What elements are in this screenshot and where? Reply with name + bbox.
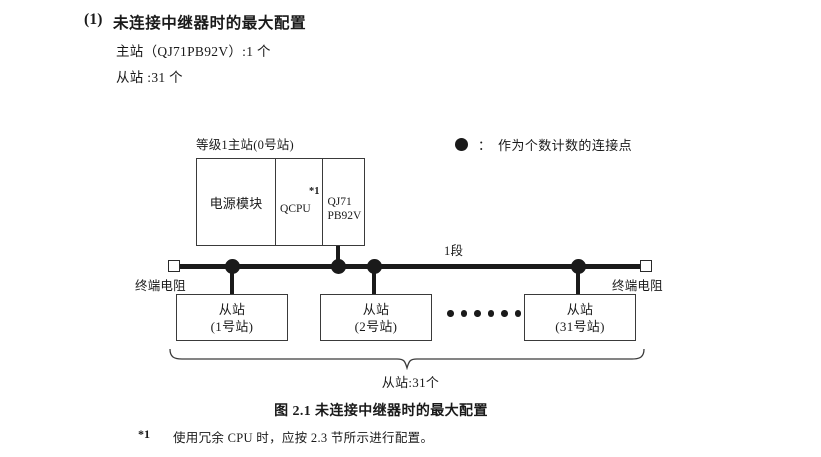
ellipsis-dot: [501, 310, 508, 317]
cpu-module-cell: QCPU *1: [276, 159, 324, 245]
slave-station-number: (31号站): [555, 318, 605, 334]
cpu-footnote-marker: *1: [308, 186, 320, 197]
legend: ： 作为个数计数的连接点: [455, 135, 632, 154]
slave-station-number: (1号站): [210, 318, 254, 334]
ellipsis-dot: [447, 310, 454, 317]
filled-circle-icon: [455, 138, 468, 151]
terminating-resistor-right-label: 终端电阻: [612, 279, 663, 293]
slave-station-title: 从站: [566, 301, 594, 317]
power-module-cell: 电源模块: [197, 159, 277, 245]
slave-drop-line: [371, 266, 376, 295]
cpu-module-label: QCPU: [280, 203, 311, 215]
segment-label: 1段: [444, 244, 464, 258]
slave-count-brace: [168, 348, 646, 375]
slave-station-box: 从站 (31号站): [524, 294, 636, 341]
terminating-resistor-left-label: 终端电阻: [135, 279, 186, 293]
terminating-resistor-left-icon: [168, 260, 180, 272]
network-module-line1: QJ71: [327, 196, 352, 208]
slave-station-box: 从站 (1号站): [176, 294, 288, 341]
slave-station-number: (2号站): [354, 318, 398, 334]
figure-caption: 图 2.1 未连接中继器时的最大配置: [274, 404, 488, 419]
legend-colon: ：: [478, 138, 492, 153]
heading-number: (1): [84, 11, 103, 28]
footnote-text: 使用冗余 CPU 时，应按 2.3 节所示进行配置。: [173, 431, 434, 445]
legend-label: 作为个数计数的连接点: [498, 138, 633, 153]
slave-station-title: 从站: [218, 301, 246, 317]
network-module-line2: PB92V: [327, 210, 362, 222]
ellipsis-dot: [460, 310, 467, 317]
ellipsis-dot: [474, 310, 481, 317]
spec-master-station: 主站（QJ71PB92V）:1 个: [116, 44, 271, 59]
master-station-label: 等级1主站(0号站): [196, 138, 294, 152]
bus-line: [174, 263, 644, 269]
slave-count-label: 从站:31个: [381, 375, 440, 390]
ellipsis-dots-icon: [447, 310, 521, 317]
ellipsis-dot: [487, 310, 494, 317]
master-drop-line: [335, 246, 340, 266]
terminating-resistor-right-icon: [640, 260, 652, 272]
slave-drop-line: [575, 266, 580, 295]
slave-drop-line: [229, 266, 234, 295]
footnote-marker: *1: [138, 427, 150, 441]
slave-station-box: 从站 (2号站): [320, 294, 432, 341]
slave-station-title: 从站: [362, 301, 390, 317]
page-title: 未连接中继器时的最大配置: [113, 15, 307, 32]
spec-slave-station: 从站 :31 个: [116, 70, 183, 85]
ellipsis-dot: [514, 310, 521, 317]
connection-point-dot: [330, 258, 346, 274]
power-module-label: 电源模块: [209, 195, 263, 211]
